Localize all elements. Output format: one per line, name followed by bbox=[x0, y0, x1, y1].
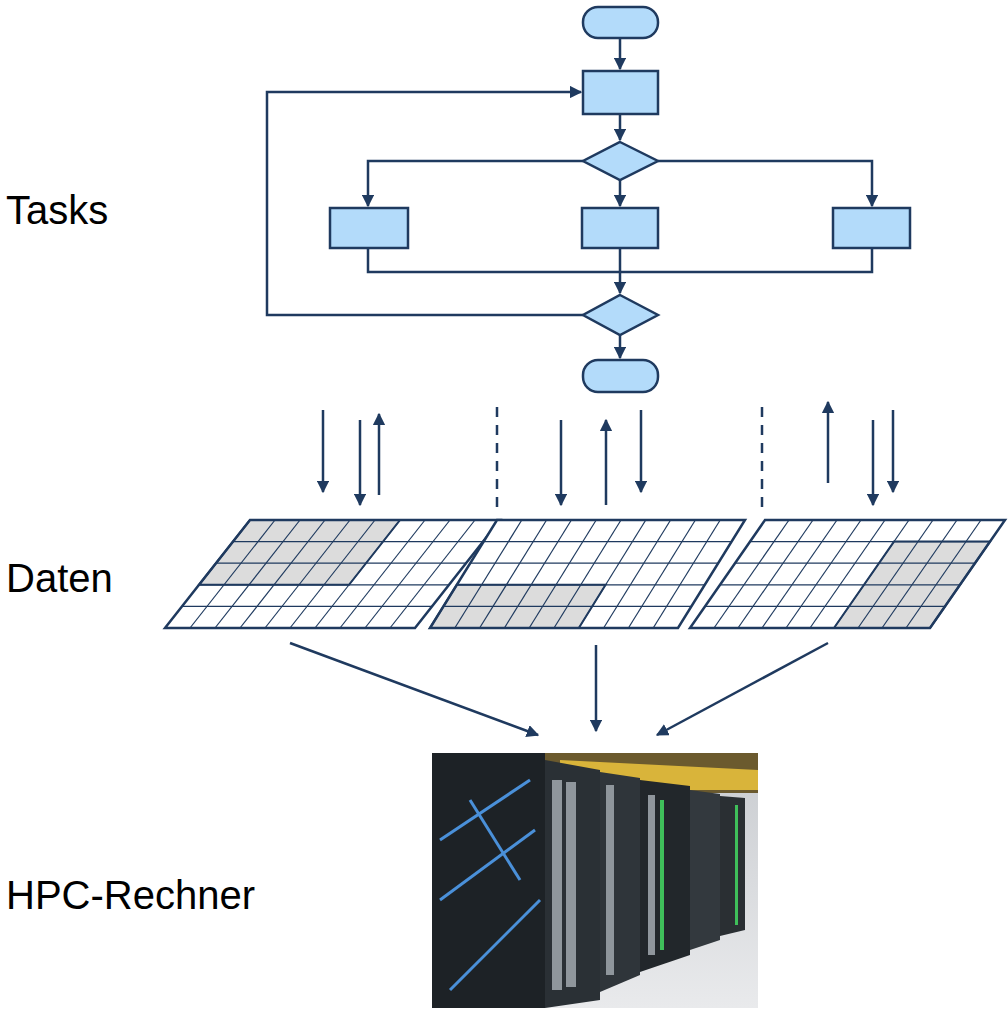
data-grids bbox=[165, 520, 1005, 628]
row-label: HPC-Rechner bbox=[6, 873, 255, 917]
start-terminal bbox=[583, 7, 658, 38]
row-label: Tasks bbox=[6, 188, 108, 232]
data-grid bbox=[430, 520, 745, 628]
flowchart-shapes bbox=[330, 7, 910, 392]
supercomputer-photo bbox=[432, 753, 758, 1008]
process-box bbox=[582, 208, 658, 248]
data-access-arrows bbox=[323, 402, 893, 505]
flowchart bbox=[267, 38, 872, 358]
end-terminal bbox=[583, 360, 658, 392]
separator-dashes bbox=[497, 407, 762, 515]
data-grid bbox=[690, 520, 1005, 628]
decision-diamond bbox=[583, 295, 658, 335]
process-box bbox=[330, 208, 408, 248]
to-computer-arrows bbox=[290, 643, 828, 735]
process-box bbox=[833, 208, 910, 248]
decision-diamond bbox=[583, 142, 658, 180]
process-box bbox=[583, 71, 658, 114]
row-label: Daten bbox=[6, 556, 113, 600]
